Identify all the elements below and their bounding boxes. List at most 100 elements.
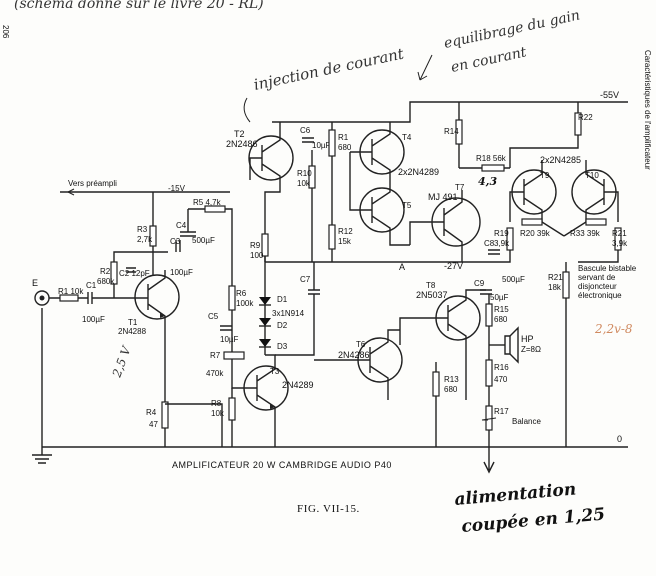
- c1-value: 100µF: [82, 315, 105, 324]
- d3-diode: [259, 339, 271, 347]
- r17-wiper: [481, 417, 497, 421]
- t6-label: T6: [356, 340, 366, 349]
- r4-feedback-wire: [165, 403, 223, 447]
- r15-value: 680: [494, 315, 508, 324]
- input-jack-center: [39, 295, 45, 301]
- r9-label: R9: [250, 241, 261, 250]
- r12-label: R12: [338, 227, 353, 236]
- c2-label: C2 12pF: [119, 269, 150, 278]
- r13-value: 680: [444, 385, 458, 394]
- t1-transistor: [134, 274, 180, 320]
- alim-note-1: alimentation: [454, 479, 577, 510]
- r17-wires: [483, 430, 495, 474]
- vers-preampli-label: Vers préampli: [68, 179, 117, 188]
- d2-label: D2: [277, 321, 288, 330]
- c3-label: C3: [170, 237, 181, 246]
- r4-resistor: [161, 401, 169, 429]
- c9-label: C9: [474, 279, 485, 288]
- t4-leads: [350, 122, 391, 186]
- t4-label: T4: [402, 133, 412, 142]
- c7-wires: [275, 262, 315, 356]
- hp-value: Z=8Ω: [521, 345, 541, 354]
- bascule-label-4: électronique: [578, 291, 622, 300]
- hp-label: HP: [521, 334, 534, 344]
- c1-capacitor: [87, 292, 93, 304]
- equilibrage-arrow: [417, 54, 433, 81]
- r1b-label: R1: [338, 133, 349, 142]
- r6-resistor: [228, 285, 236, 311]
- c4-label: C4: [176, 221, 187, 230]
- r10-label: R10: [297, 169, 312, 178]
- r2-label: R2: [100, 267, 111, 276]
- r16-value: 470: [494, 375, 508, 384]
- t2-transistor: [248, 135, 294, 181]
- t5-label: T5: [402, 201, 412, 210]
- node-a-label: A: [399, 262, 405, 272]
- rail-neg55: [272, 101, 628, 123]
- r8-resistor: [228, 397, 236, 421]
- r9-value: 100: [250, 251, 264, 260]
- bascule-label-2: servant de: [578, 273, 616, 282]
- t8-value: 2N5037: [416, 290, 448, 300]
- cross-coupling: [541, 221, 587, 237]
- t7-label: T7: [455, 183, 465, 192]
- r33-resistor: [585, 218, 607, 226]
- page-number: 206: [1, 25, 10, 39]
- input-label: E: [32, 278, 38, 288]
- rail-neg27-label: -27V: [444, 261, 463, 271]
- r7-resistor: [223, 351, 245, 360]
- r18-resistor: [481, 164, 505, 172]
- r1-resistor: [59, 294, 79, 302]
- c7-capacitor: [308, 289, 320, 295]
- r21-value: 18k: [548, 283, 562, 292]
- r22-label: R22: [578, 113, 593, 122]
- t6-value: 2N4286: [338, 350, 370, 360]
- r8-label: R8: [211, 399, 222, 408]
- t9-t10-base-wires: [509, 191, 619, 222]
- r3-value: 2,7k: [137, 235, 153, 244]
- figure-caption: FIG. VII-15.: [297, 503, 360, 515]
- r7-label: R7: [210, 351, 221, 360]
- c5-value: 10µF: [220, 335, 239, 344]
- bascule-label-1: Bascule bistable: [578, 264, 637, 273]
- equilibrage-note-2: en courant: [450, 44, 529, 76]
- equilibrage-note-1: equilibrage du gain: [443, 7, 582, 51]
- volt-note-right: 2,2v-8: [594, 322, 633, 336]
- r14-label: R14: [444, 127, 459, 136]
- t10-label: T10: [585, 171, 599, 180]
- c5-label: C5: [208, 312, 219, 321]
- r19-wires: [488, 250, 511, 263]
- marker-4-3: 4,3: [478, 175, 497, 188]
- t1-value: 2N4288: [118, 327, 147, 336]
- c2-capacitor: [126, 267, 136, 273]
- r12-resistor: [328, 224, 336, 250]
- r21b-label: R21: [612, 229, 627, 238]
- t3-emitter-arrow: [270, 404, 275, 409]
- r3-label: R3: [137, 225, 148, 234]
- t3-label: T3: [270, 367, 280, 376]
- r4-value: 47: [149, 420, 158, 429]
- r33-label: R33 39k: [570, 229, 601, 238]
- r16-label: R16: [494, 363, 509, 372]
- c1-label: C1: [86, 281, 97, 290]
- t2-value: 2N2486: [226, 139, 258, 149]
- t2-base-wire: [249, 157, 262, 180]
- t9-label: T9: [540, 171, 550, 180]
- r5-wires: [187, 208, 233, 262]
- r2-wires: [113, 251, 168, 298]
- r13-label: R13: [444, 375, 459, 384]
- c7-label: C7: [300, 275, 311, 284]
- side-margin-text: Caractéristiques de l'amplificateur: [643, 50, 652, 170]
- ground-symbol: [32, 308, 52, 464]
- d3-label: D3: [277, 342, 288, 351]
- r6-value: 100k: [236, 299, 254, 308]
- hp-speaker-cone: [509, 326, 519, 364]
- r20-resistor: [521, 218, 543, 226]
- injection-arrow: [243, 97, 251, 123]
- r21b-wires: [578, 250, 619, 263]
- t1-leads: [138, 270, 166, 330]
- r19-label: R19: [494, 229, 509, 238]
- r21b-value: 3,9k: [612, 239, 628, 248]
